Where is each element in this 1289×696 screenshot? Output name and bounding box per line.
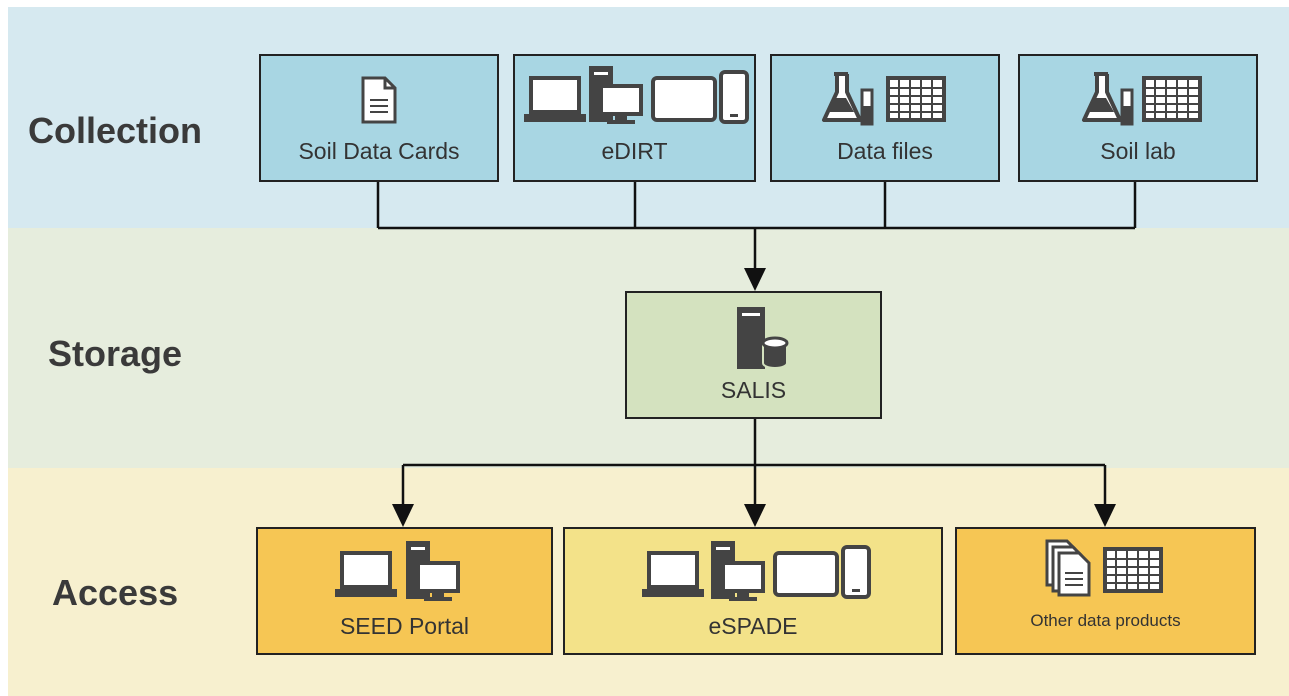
node-label: Other data products xyxy=(1030,611,1181,630)
phone-icon xyxy=(841,545,871,599)
node-label: SEED Portal xyxy=(339,613,470,639)
node-salis[interactable]: SALIS xyxy=(625,291,882,419)
collection-label: Collection xyxy=(28,110,203,151)
arrow-to-other-products xyxy=(1094,504,1116,527)
laptop-icon xyxy=(335,551,397,597)
spreadsheet-icon xyxy=(1142,76,1202,122)
node-soil-lab[interactable]: Soil lab xyxy=(1018,54,1258,182)
desktop-computer-icon xyxy=(589,66,643,124)
tablet-icon xyxy=(651,76,717,122)
node-other-data-products[interactable]: Other data products xyxy=(955,527,1256,655)
node-label: Data files xyxy=(837,138,933,164)
phone-icon xyxy=(719,70,749,124)
node-seed-portal[interactable]: SEED Portal xyxy=(256,527,553,655)
desktop-computer-icon xyxy=(406,541,460,601)
laptop-icon xyxy=(524,76,586,122)
tablet-icon xyxy=(773,551,839,597)
node-data-files[interactable]: Data files xyxy=(770,54,1000,182)
document-icon xyxy=(361,76,397,124)
desktop-computer-icon xyxy=(711,541,765,601)
spreadsheet-icon xyxy=(886,76,946,122)
node-soil-data-cards[interactable]: Soil Data Cards xyxy=(259,54,499,182)
access-label: Access xyxy=(52,572,179,613)
arrow-to-seed-portal xyxy=(392,504,414,527)
node-label: Soil lab xyxy=(1100,138,1176,164)
lab-flask-icon xyxy=(822,72,874,126)
storage-label: Storage xyxy=(48,333,183,374)
spreadsheet-icon xyxy=(1103,547,1163,593)
documents-icon xyxy=(1045,539,1091,597)
node-label: SALIS xyxy=(720,377,787,403)
node-label: eSPADE xyxy=(708,613,798,639)
lab-flask-icon xyxy=(1082,72,1134,126)
arrow-to-storage xyxy=(744,268,766,291)
node-espade[interactable]: eSPADE xyxy=(563,527,943,655)
server-database-icon xyxy=(737,307,789,369)
node-edirt[interactable]: eDIRT xyxy=(513,54,756,182)
arrow-to-espade xyxy=(744,504,766,527)
node-label: eDIRT xyxy=(601,138,668,164)
laptop-icon xyxy=(642,551,704,597)
node-label: Soil Data Cards xyxy=(298,138,460,164)
